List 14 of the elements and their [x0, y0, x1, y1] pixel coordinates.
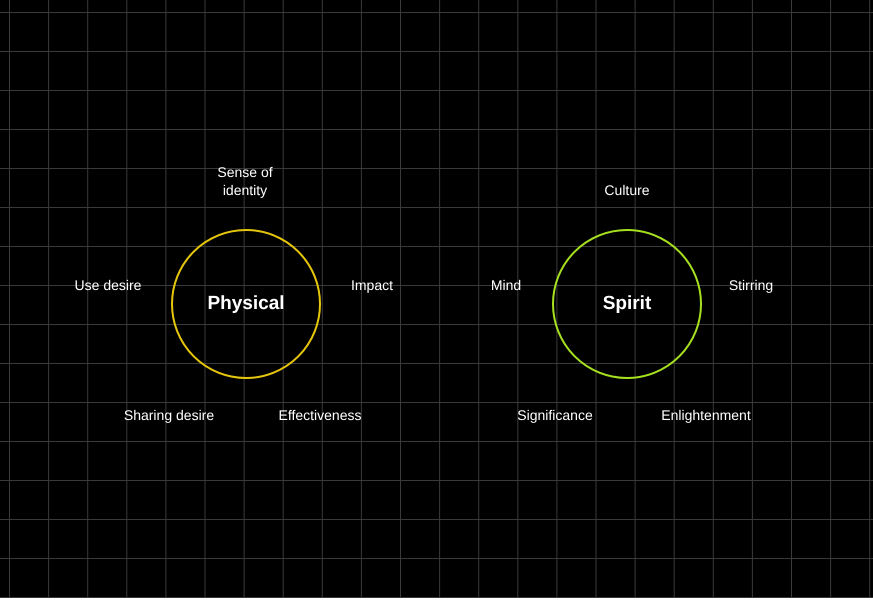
- circle-title: Spirit: [602, 293, 652, 315]
- aspect-label: Culture: [603, 181, 651, 199]
- aspect-label: Use desire: [74, 276, 142, 294]
- circle: [552, 229, 702, 379]
- aspect-label: Significance: [516, 406, 594, 424]
- aspect-label: Sharing desire: [122, 406, 216, 424]
- circle-title: Physical: [207, 293, 285, 315]
- aspect-label: Impact: [350, 276, 394, 294]
- aspect-label: Effectiveness: [277, 406, 362, 424]
- aspect-label: Enlightenment: [660, 406, 752, 424]
- aspect-label: Mind: [490, 276, 522, 294]
- circle: [171, 229, 321, 379]
- aspect-label: Stirring: [728, 276, 774, 294]
- aspect-label: Sense of identity: [216, 163, 274, 199]
